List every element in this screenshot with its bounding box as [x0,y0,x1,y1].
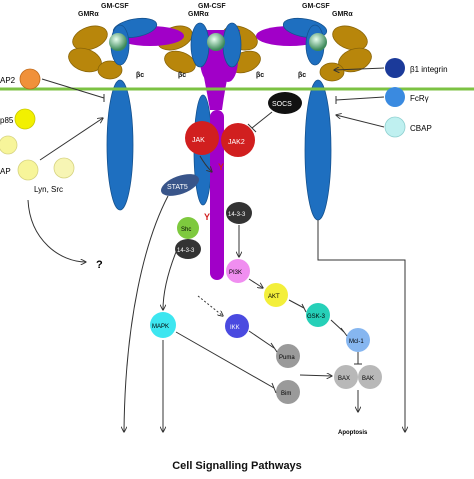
mapk-label: MAPK [152,324,169,330]
mcl1-node [346,328,370,352]
adaptor-label: 14-3-3 [177,248,195,254]
cbap-node [384,116,406,138]
left-partners: AP2 p85 AP Lyn, Src ? [0,68,103,271]
tyrosine-mark: Y [204,212,210,222]
jak2-label: JAK2 [228,139,245,146]
p85-node [14,108,36,130]
p85-label: p85 [0,116,14,125]
ap2-label: AP2 [0,76,16,85]
apoptosis-label: Apoptosis [338,430,368,436]
shc-node [177,217,199,239]
mcl1-label: Mcl-1 [349,339,364,345]
jak-node [185,121,219,155]
right-connectors [334,68,385,128]
left-connectors [27,78,105,262]
ligand-label: GM-CSF [198,3,226,10]
bak-node [358,365,382,389]
pathway-connectors [124,155,405,432]
beta-label: βc [136,72,144,79]
jak2-node [221,123,255,157]
ap-label: AP [0,167,11,176]
shc-label: Shc [181,227,191,233]
adaptor-node [175,239,201,259]
bax-node [334,365,358,389]
cbap-label: CBAP [410,124,432,133]
alpha-label: GMRα [188,11,209,18]
bim-label: Bim [281,391,291,397]
shc-complex: Shc 14-3-3 [175,217,201,259]
akt-label: AKT [268,294,280,300]
diagram-caption: Cell Signalling Pathways [172,460,302,472]
gsk3-label: GSK-3 [307,314,326,320]
unknown-label: ? [96,259,103,271]
bax-label: BAX [338,376,350,382]
ap2-node [19,68,41,90]
ap-extra-node [0,135,18,155]
beta-chain-intracellular [210,110,224,280]
socs-label: SOCS [272,101,292,108]
stat5-label: STAT5 [167,184,188,191]
lyn-src-label: Lyn, Src [34,185,63,194]
jak-label: JAK [192,137,205,144]
beta-chain-blue [106,17,332,221]
b1-integrin-label: β1 integrin [410,65,448,74]
gsk3-node [306,303,330,327]
alpha-label: GMRα [332,11,353,18]
gm-csf-ligands [109,33,327,51]
ap-node [17,159,39,181]
ikk-node [225,314,249,338]
pi3k-node [226,259,250,283]
right-partners: β1 integrin FcRγ CBAP [384,58,448,138]
lyn-node [53,157,75,179]
tyrosine-mark: Y [218,162,224,172]
alpha-label: GMRα [78,11,99,18]
ligand-label: GM-CSF [302,3,330,10]
fcrg-node [385,87,405,107]
adaptor-complex-right: 14-3-3 [226,202,252,224]
mapk-node [150,312,176,338]
beta-label: βc [178,72,186,79]
puma-node [276,344,300,368]
beta-label: βc [256,72,264,79]
akt-node [264,283,288,307]
downstream-nodes: PI3K AKT GSK-3 Mcl-1 MAPK IKK Puma Bim B… [150,259,382,436]
puma-label: Puma [279,355,295,361]
adaptor-label: 14-3-3 [228,212,246,218]
b1-integrin-node [385,58,405,78]
socs-node [268,92,302,114]
ligand-label: GM-CSF [101,3,129,10]
jak-kinases: JAK JAK2 SOCS [185,92,302,157]
fcrg-label: FcRγ [410,94,429,103]
beta-label: βc [298,72,306,79]
bak-label: BAK [362,376,374,382]
pi3k-label: PI3K [229,270,242,276]
socs-inhibition [247,111,273,133]
ikk-label: IKK [230,325,240,331]
stat5-node: STAT5 [160,174,200,196]
bim-node [276,380,300,404]
